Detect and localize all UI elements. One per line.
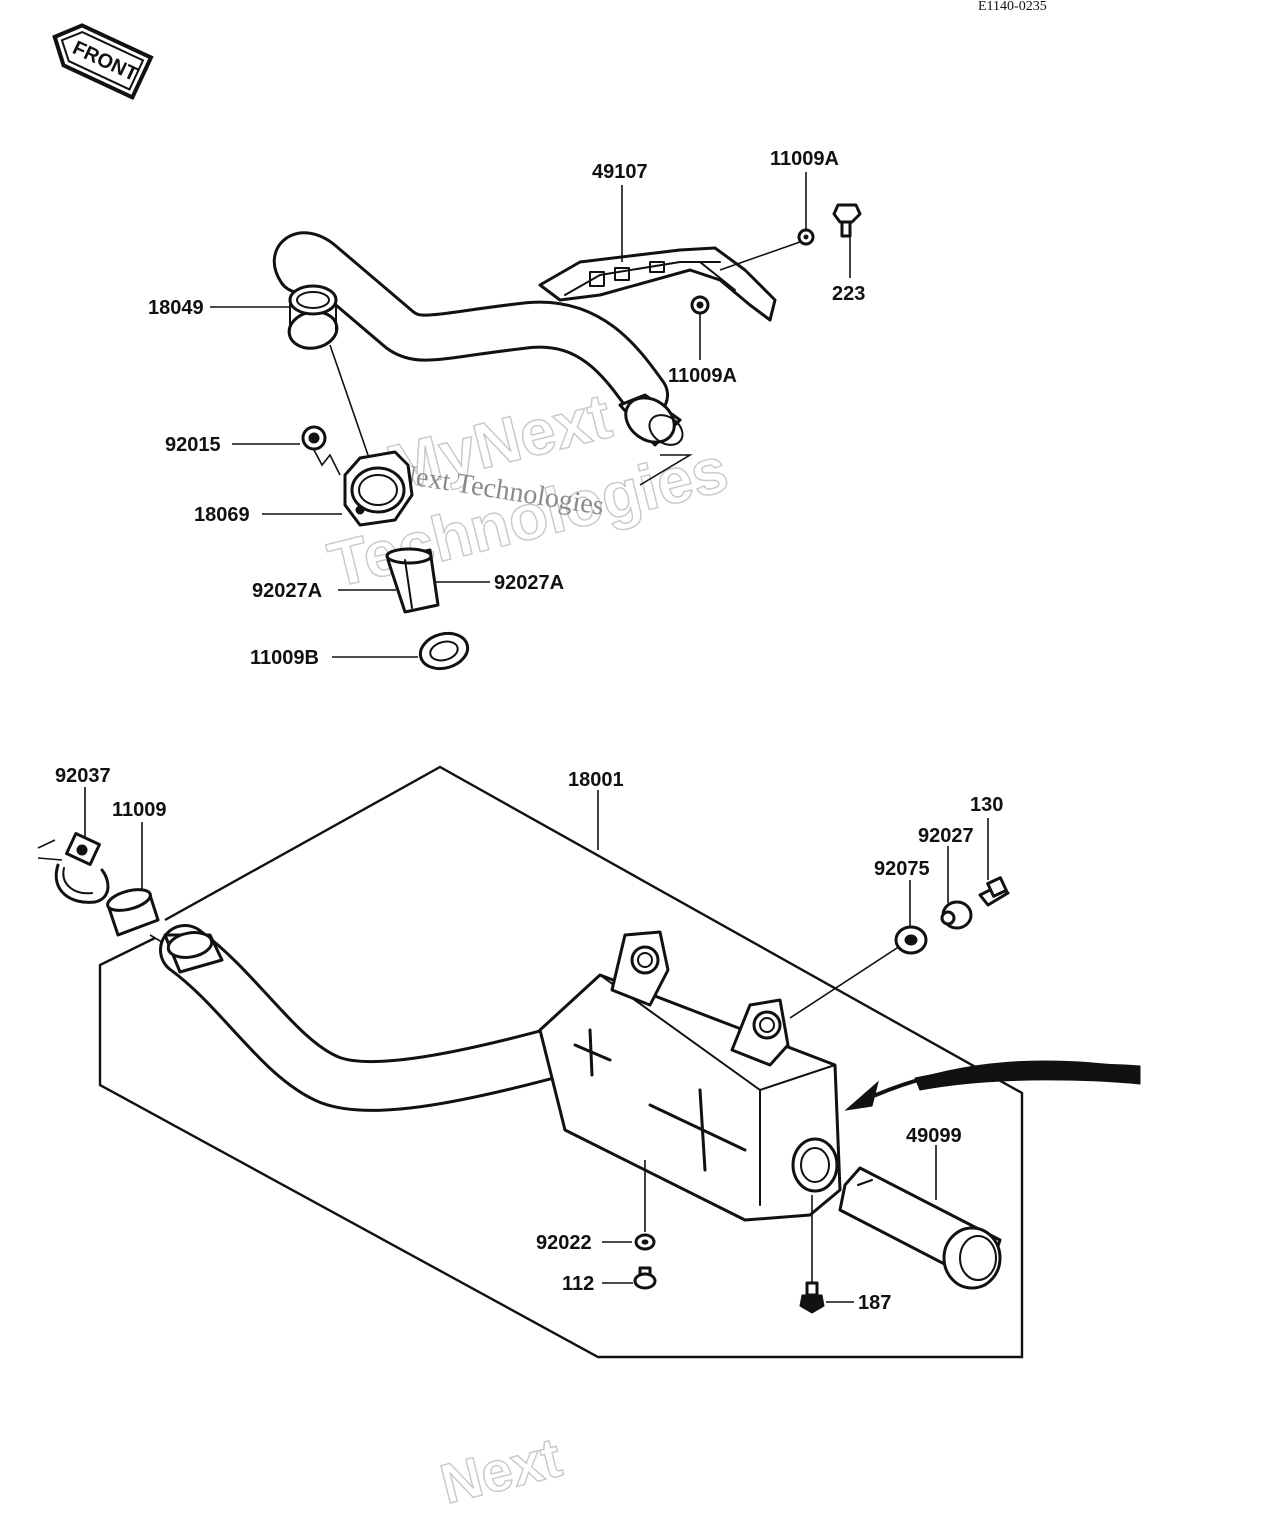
drawing-code: E1140-0235 [978, 0, 1047, 14]
callout-187: 187 [858, 1292, 891, 1314]
callout-92075: 92075 [874, 858, 930, 880]
callout-92037: 92037 [55, 765, 111, 787]
callout-49107: 49107 [592, 161, 648, 183]
bolt-112 [633, 1266, 657, 1290]
callout-112: 112 [562, 1273, 594, 1295]
heat-guard-49107 [538, 246, 777, 322]
callout-11009a-mid: 11009A [668, 365, 737, 387]
callout-49099: 49099 [906, 1125, 962, 1147]
callout-11009b: 11009B [250, 647, 319, 669]
callout-18069: 18069 [194, 504, 250, 526]
callout-92027: 92027 [918, 825, 974, 847]
collet-92027a [385, 547, 440, 614]
callout-92027a-right: 92027A [494, 572, 564, 594]
gasket-11009 [106, 888, 160, 937]
callout-92015: 92015 [165, 434, 221, 456]
bolt-187 [799, 1281, 825, 1314]
flange-18069 [343, 450, 414, 527]
washer-11009a-mid [690, 295, 710, 315]
callout-92022: 92022 [536, 1232, 592, 1254]
callout-11009a-top: 11009A [770, 148, 839, 170]
header-pipe-18049 [273, 231, 684, 447]
gasket-11009b [418, 631, 470, 671]
callout-92027a-left: 92027A [252, 580, 322, 602]
spark-arrester-49099 [838, 1166, 1002, 1290]
bolt-130 [978, 876, 1010, 907]
assembly-18001-outline [98, 765, 1024, 1359]
nut-92015 [301, 425, 327, 451]
muffler-18001 [159, 924, 842, 1222]
front-arrow-icon: FRONT [52, 23, 154, 101]
callout-223: 223 [832, 283, 865, 305]
callout-11009: 11009 [112, 799, 167, 821]
washer-11009a-top [797, 228, 815, 246]
callout-18001: 18001 [568, 769, 624, 791]
collar-92027 [940, 900, 973, 930]
watermark-bottom: Next [434, 1425, 567, 1515]
washer-92022 [634, 1233, 656, 1251]
clamp-92037 [54, 832, 110, 904]
callout-130: 130 [970, 794, 1003, 816]
grommet-92075 [894, 925, 928, 955]
callout-18049: 18049 [148, 297, 204, 319]
bolt-223 [832, 203, 862, 238]
